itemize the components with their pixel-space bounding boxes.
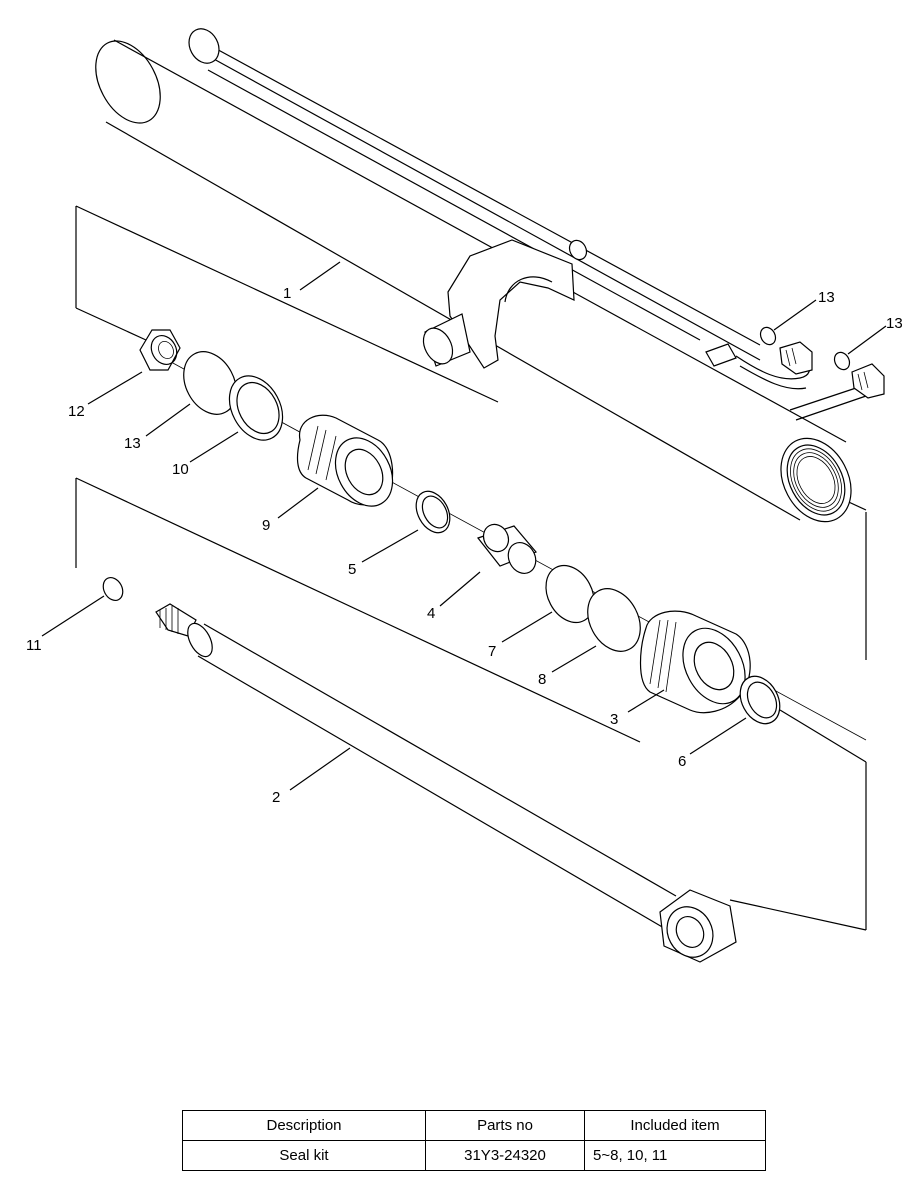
hose-fitting-right: [851, 363, 885, 399]
o-ring-13-lower: [183, 351, 237, 415]
leader-lines: [41, 261, 887, 791]
header-parts-no: Parts no: [425, 1110, 585, 1141]
o-ring-13-upper-right: [833, 351, 851, 371]
cell-included-item: 5~8, 10, 11: [584, 1140, 766, 1171]
cell-description: Seal kit: [182, 1140, 426, 1171]
callout-8: 8: [538, 671, 546, 688]
callout-3: 3: [610, 711, 618, 728]
tube-plane: [75, 205, 867, 660]
callout-7: 7: [488, 643, 496, 660]
callout-5: 5: [348, 561, 356, 578]
callout-1: 1: [283, 285, 291, 302]
seal-kit-table: Description Parts no Included item Seal …: [182, 1110, 766, 1171]
o-ring-11: [102, 576, 124, 602]
dust-wiper: [739, 675, 781, 725]
backup-ring: [228, 375, 284, 441]
bushing: [477, 523, 538, 574]
callout-6: 6: [678, 753, 686, 770]
hose-fitting-left: [779, 341, 813, 375]
piston-rod: [155, 603, 737, 963]
header-description: Description: [182, 1110, 426, 1141]
callout-4: 4: [427, 605, 435, 622]
backup-ring-8: [587, 588, 641, 652]
o-ring-7: [545, 564, 595, 624]
o-ring-13-upper-left: [759, 326, 777, 346]
callout-10: 10: [172, 461, 189, 478]
callout-12: 12: [68, 403, 85, 420]
table-header-row: Description Parts no Included item: [182, 1110, 766, 1141]
piston: [296, 414, 394, 507]
callout-11: 11: [26, 637, 42, 654]
rod-seal-ring: [415, 490, 451, 534]
cell-parts-no: 31Y3-24320: [425, 1140, 585, 1171]
rod-plane: [75, 477, 867, 931]
cylinder-tube: [95, 28, 867, 523]
callout-13-lower: 13: [124, 435, 141, 452]
callout-13-upper-right: 13: [886, 315, 903, 332]
lock-nut: [139, 329, 181, 371]
callout-2: 2: [272, 789, 280, 806]
table-row: Seal kit 31Y3-24320 5~8, 10, 11: [182, 1140, 766, 1171]
header-included-item: Included item: [584, 1110, 766, 1141]
rod-cover: [639, 610, 751, 714]
callout-13-upper-left: 13: [818, 289, 835, 306]
callout-9: 9: [262, 517, 270, 534]
